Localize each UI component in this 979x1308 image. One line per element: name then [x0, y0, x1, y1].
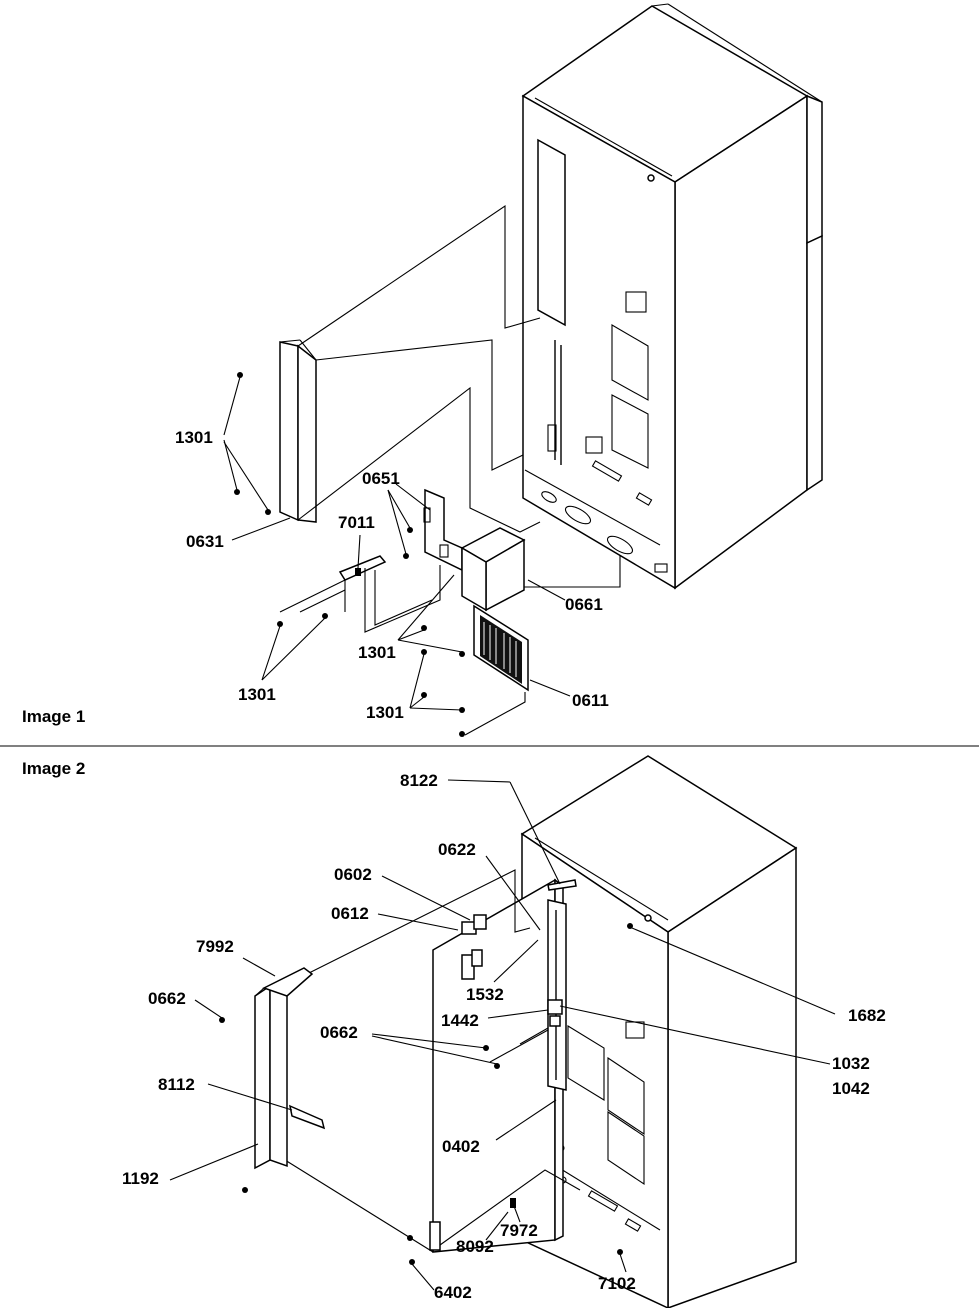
label-7011: 7011 [338, 513, 375, 532]
label-0611: 0611 [572, 691, 609, 710]
image1-grille-0611 [473, 604, 529, 692]
image2-leaders [169, 779, 836, 1291]
image1-cover-0661 [460, 527, 526, 612]
image2-duct-1192 [254, 967, 326, 1170]
label-1032: 1032 [832, 1054, 870, 1073]
label-0622: 0622 [438, 840, 476, 859]
label-0662: 0662 [320, 1023, 358, 1042]
image2-small-parts [429, 879, 577, 1251]
label-1192: 1192 [122, 1169, 159, 1188]
image1-caption: Image 1 [22, 707, 85, 726]
label-1682: 1682 [848, 1006, 886, 1025]
image2-caption: Image 2 [22, 759, 85, 778]
image1-bracket-0651 [423, 488, 463, 572]
image1-refrigerator-cabinet [521, 3, 823, 590]
label-0402: 0402 [442, 1137, 480, 1156]
label-1442: 1442 [441, 1011, 479, 1030]
label-8092: 8092 [456, 1237, 494, 1256]
image1-panel-0631 [279, 339, 317, 523]
label-1301: 1301 [175, 428, 213, 447]
image1-leaders [223, 376, 571, 711]
label-6402: 6402 [434, 1283, 472, 1302]
label-7972: 7972 [500, 1221, 538, 1240]
image2-labels: 8122 0622 0602 0612 7992 0662 1532 1442 … [22, 759, 886, 1302]
label-8122: 8122 [400, 771, 438, 790]
label-0651: 0651 [362, 469, 400, 488]
label-0612: 0612 [331, 904, 369, 923]
label-1301: 1301 [366, 703, 404, 722]
label-0662: 0662 [148, 989, 186, 1008]
label-0661: 0661 [565, 595, 603, 614]
label-1301: 1301 [238, 685, 276, 704]
image1-labels: 1301 0631 0651 7011 0661 1301 1301 1301 … [22, 428, 609, 726]
label-1042: 1042 [832, 1079, 870, 1098]
label-1301: 1301 [358, 643, 396, 662]
label-1532: 1532 [466, 985, 504, 1004]
label-8112: 8112 [158, 1075, 195, 1094]
image1-rail-7011 [279, 555, 441, 633]
label-7992: 7992 [196, 937, 234, 956]
label-0602: 0602 [334, 865, 372, 884]
label-0631: 0631 [186, 532, 224, 551]
label-7102: 7102 [598, 1274, 636, 1293]
